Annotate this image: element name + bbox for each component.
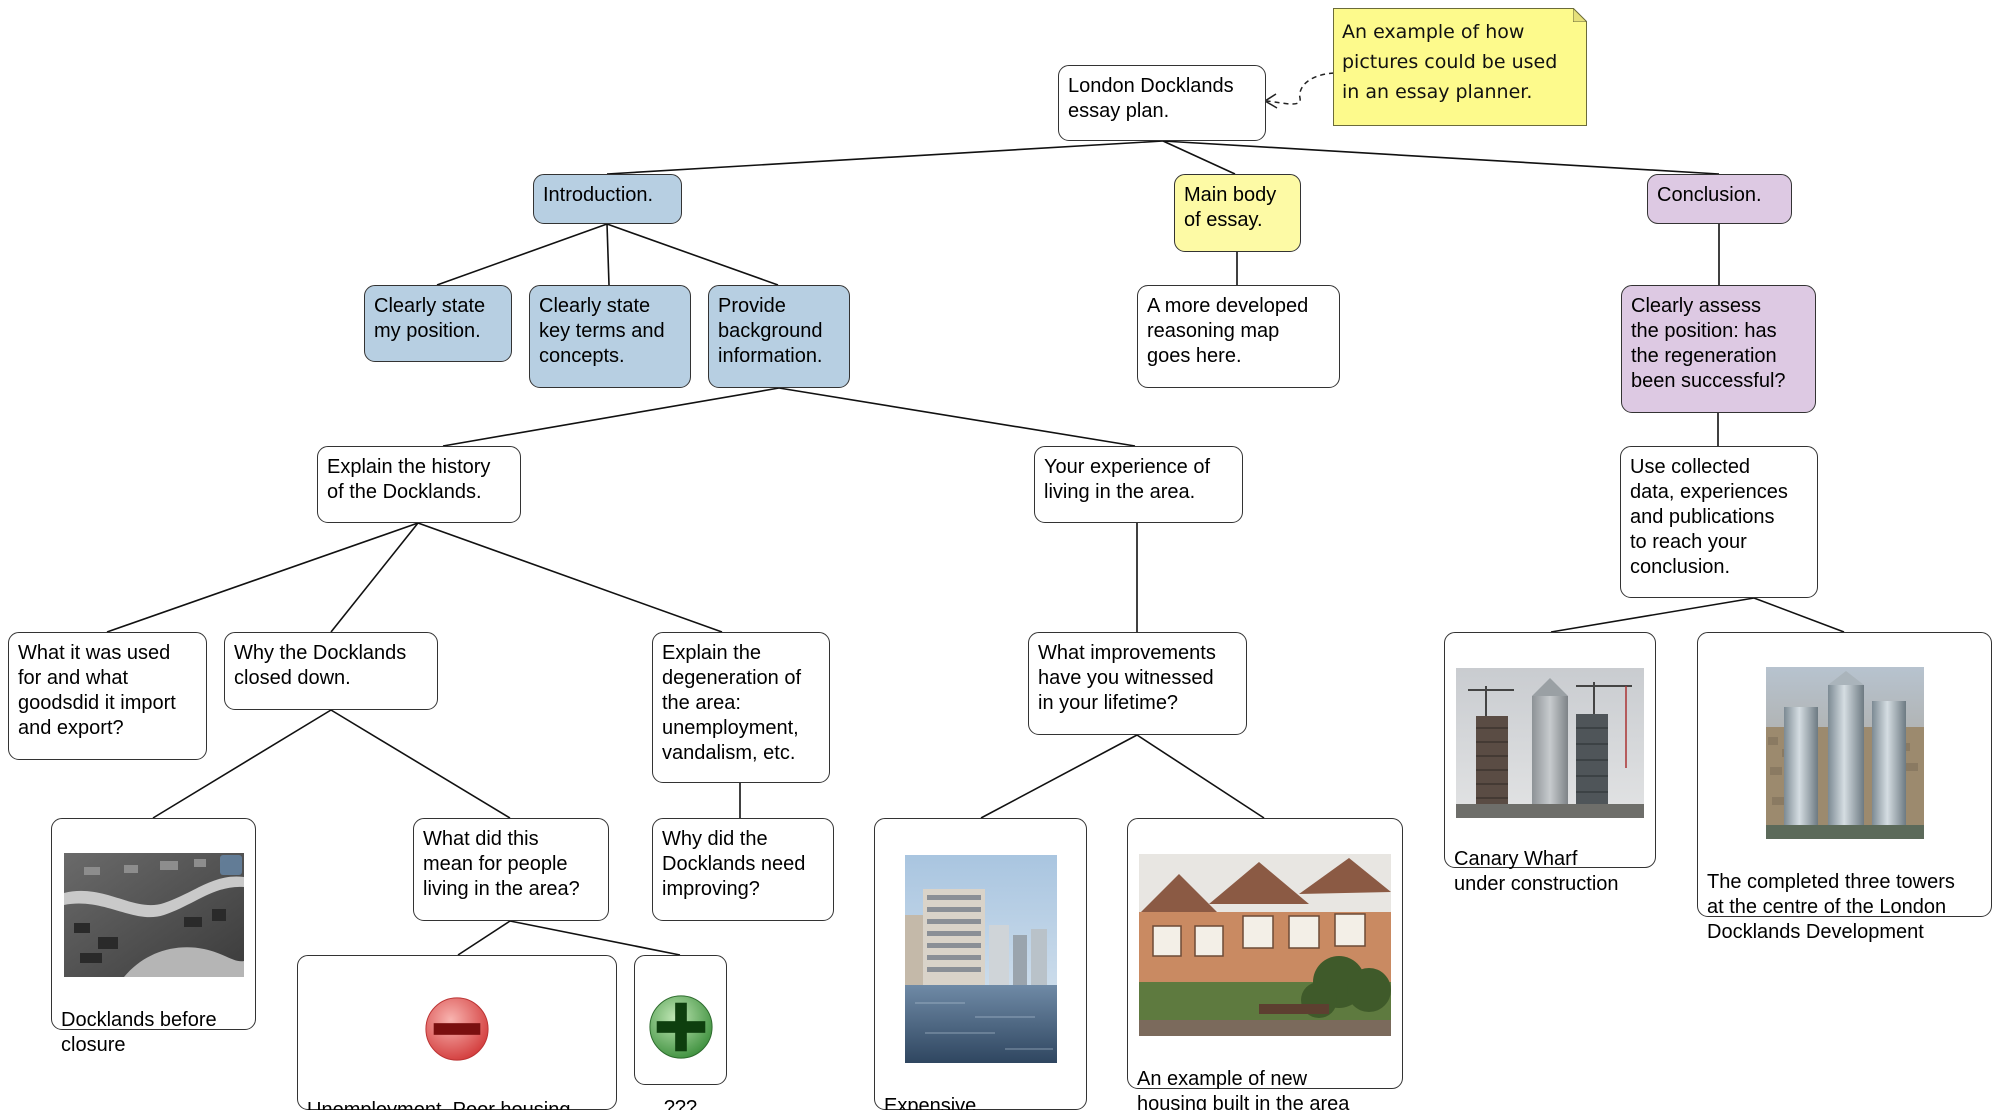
- node-root: London Docklands essay plan.: [1058, 65, 1266, 141]
- new-housing-photo: [1139, 854, 1391, 1036]
- node-history: Explain the history of the Docklands.: [317, 446, 521, 523]
- node-negatives: Unemployment, Poor housing, Low standard…: [297, 955, 617, 1110]
- node-introduction: Introduction.: [533, 174, 682, 224]
- node-key-terms: Clearly state key terms and concepts.: [529, 285, 691, 388]
- node-experience: Your experience of living in the area.: [1034, 446, 1243, 523]
- node-main-body: Main body of essay.: [1174, 174, 1301, 252]
- node-positives: ???: [634, 955, 727, 1110]
- node-expensive-housing: Expensive Dockside housing: [874, 818, 1087, 1110]
- three-towers-image: [1765, 667, 1924, 839]
- node-need-improving: Why did the Docklands need improving?: [652, 818, 834, 921]
- negatives-caption: Unemployment, Poor housing, Low standard…: [307, 1099, 577, 1110]
- sticky-note: An example of how pictures could be used…: [1333, 8, 1587, 126]
- note-fold-icon: [1573, 8, 1587, 22]
- node-conclusion: Conclusion.: [1647, 174, 1792, 224]
- docklands-aerial-photo: [63, 853, 244, 977]
- node-docklands-before: Docklands before closure: [51, 818, 256, 1056]
- node-three-towers: The completed three towers at the centre…: [1697, 632, 1992, 943]
- canary-wharf-construction-image: [1456, 668, 1644, 818]
- node-background: Provide background information.: [708, 285, 850, 388]
- node-collected-data: Use collected data, experiences and publ…: [1620, 446, 1818, 598]
- canary-wharf-caption: Canary Wharf under construction: [1454, 848, 1619, 895]
- node-assess-position: Clearly assess the position: has the reg…: [1621, 285, 1816, 413]
- node-state-position: Clearly state my position.: [364, 285, 512, 362]
- plus-sign-icon: [648, 995, 713, 1059]
- node-new-housing: An example of new housing built in the a…: [1127, 818, 1403, 1110]
- three-towers-caption: The completed three towers at the centre…: [1707, 871, 1955, 943]
- dockside-housing-photo: [904, 855, 1057, 1063]
- new-housing-caption: An example of new housing built in the a…: [1137, 1068, 1350, 1110]
- expensive-housing-caption: Expensive Dockside housing: [884, 1095, 977, 1110]
- node-canary-wharf: Canary Wharf under construction: [1444, 632, 1656, 895]
- node-closed-down: Why the Docklands closed down.: [224, 632, 438, 710]
- node-degeneration: Explain the degeneration of the area: un…: [652, 632, 830, 783]
- positives-caption: ???: [663, 1097, 698, 1110]
- node-reasoning-map: A more developed reasoning map goes here…: [1137, 285, 1340, 388]
- node-meaning: What did this mean for people living in …: [413, 818, 609, 921]
- docklands-before-caption: Docklands before closure: [61, 1009, 217, 1056]
- minus-sign-icon: [425, 997, 489, 1061]
- node-improvements: What improvements have you witnessed in …: [1028, 632, 1247, 735]
- node-used-for: What it was used for and what goodsdid i…: [8, 632, 207, 760]
